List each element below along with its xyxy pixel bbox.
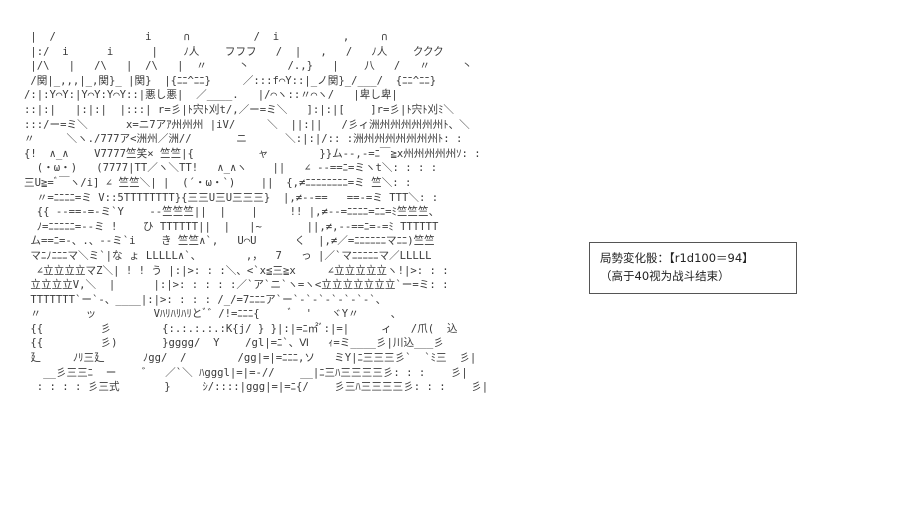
dice-label: 局勢変化骰：	[600, 251, 669, 265]
dice-result-box: 局勢変化骰：【r1d100＝94】 （高于40视为战斗结束）	[589, 242, 797, 294]
dice-result-line: 局勢変化骰：【r1d100＝94】	[600, 249, 788, 267]
ascii-art-scene: | / i ∩ / i , ∩ |:/ i i | ﾉ人 フフフ / | , /…	[24, 31, 489, 394]
dice-threshold-note: （高于40视为战斗结束）	[600, 269, 730, 283]
dice-formula: 【r1d100＝94】	[669, 251, 754, 265]
